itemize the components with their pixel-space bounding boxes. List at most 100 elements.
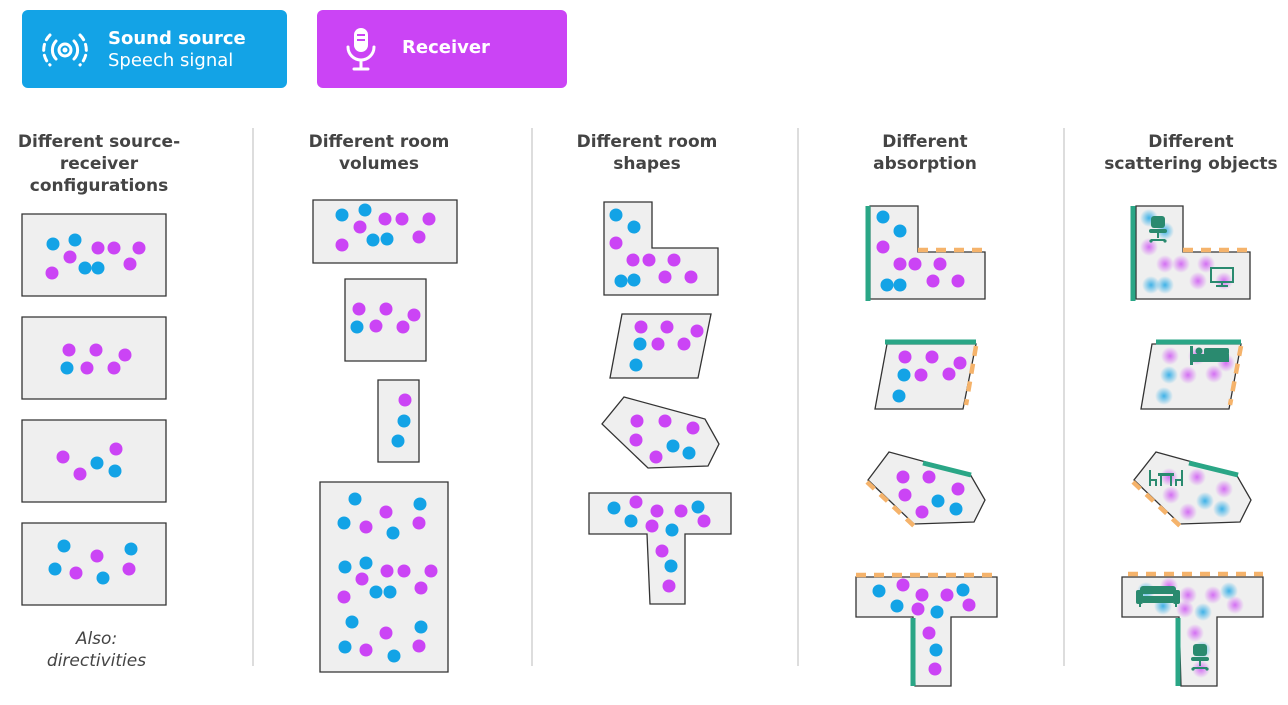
sofa-arm [1136, 590, 1143, 604]
sound-source-dot [96, 571, 110, 585]
chair-left [1149, 470, 1157, 486]
chair-wheel [1191, 667, 1195, 671]
receiver-dot [898, 488, 912, 502]
sound-source-icon [42, 33, 88, 67]
sound-source-dot [78, 261, 92, 275]
chair-back [1151, 216, 1165, 228]
absorber-strong [922, 460, 972, 478]
sound-source-dot [949, 502, 963, 516]
receiver-dot [1179, 503, 1197, 521]
sound-source-dot [930, 605, 944, 619]
receiver-dot [898, 350, 912, 364]
receiver-dot [107, 241, 121, 255]
receiver-dot [649, 450, 663, 464]
sound-source-dot [383, 585, 397, 599]
sound-source-dot [890, 599, 904, 613]
sound-source-dot [338, 560, 352, 574]
receiver-dot [424, 564, 438, 578]
heading-line: absorption [873, 154, 977, 174]
receiver-dot [407, 308, 421, 322]
sound-source-dot [337, 516, 351, 530]
sound-source-dot [414, 620, 428, 634]
legend-receiver-title: Receiver [402, 37, 490, 58]
receiver-dot [1156, 255, 1174, 273]
receiver-dot [1161, 347, 1179, 365]
receiver-dot [674, 504, 688, 518]
sound-source-dot [1196, 492, 1214, 510]
receiver-dot [630, 414, 644, 428]
sound-source-dot [624, 514, 638, 528]
sound-source-dot [1156, 276, 1174, 294]
receiver-dot [91, 241, 105, 255]
receiver-dot [412, 230, 426, 244]
sound-source-dot [893, 224, 907, 238]
sound-source-dot [48, 562, 62, 576]
absorber-weak [963, 345, 979, 406]
sound-source-dot [359, 556, 373, 570]
heading-line: volumes [338, 154, 420, 174]
office-chair-icon [1191, 644, 1209, 671]
receiver-dot [1189, 272, 1207, 290]
receiver-dot [876, 240, 890, 254]
receiver-dot [62, 343, 76, 357]
sound-source-dot [1194, 603, 1212, 621]
sound-source-dot [614, 274, 628, 288]
receiver-dot [928, 662, 942, 676]
receiver-dot [132, 241, 146, 255]
column-heading-configurations: Different source- receiver configuration… [0, 131, 209, 197]
column-divider [1063, 128, 1065, 666]
receiver-dot [634, 320, 648, 334]
receiver-dot [896, 578, 910, 592]
receiver-dot [629, 495, 643, 509]
note-emphasis: Also [75, 629, 112, 649]
receiver-dot [422, 212, 436, 226]
receiver-dot [379, 505, 393, 519]
receiver-dot [353, 220, 367, 234]
receiver-dot [335, 238, 349, 252]
sound-source-dot [68, 233, 82, 247]
room-outline [21, 316, 167, 400]
receiver-dot [609, 236, 623, 250]
heading-line: shapes [613, 154, 681, 174]
receiver-dot [395, 212, 409, 226]
sound-source-dot [413, 497, 427, 511]
receiver-dot [412, 639, 426, 653]
receiver-dot [107, 361, 121, 375]
sound-source-dot [397, 414, 411, 428]
chair-back [1193, 644, 1207, 656]
column-heading-volumes: Different room volumes [269, 131, 489, 175]
receiver-dot [911, 602, 925, 616]
legend-receiver: Receiver [317, 10, 567, 88]
receiver-dot [686, 421, 700, 435]
receiver-dot [914, 368, 928, 382]
receiver-dot [63, 250, 77, 264]
sofa-arm [1173, 590, 1180, 604]
sound-source-dot [46, 237, 60, 251]
sofa-seat [1143, 596, 1173, 603]
sound-source-dot [892, 389, 906, 403]
sound-source-dot [369, 585, 383, 599]
receiver-dot [896, 470, 910, 484]
receiver-dot [56, 450, 70, 464]
room-outline [344, 278, 427, 362]
sound-source-dot [629, 358, 643, 372]
chair-seat [1149, 229, 1167, 233]
heading-line: scattering objects [1104, 154, 1278, 174]
sound-source-dot [897, 368, 911, 382]
receiver-dot [629, 433, 643, 447]
receiver-dot [109, 442, 123, 456]
receiver-dot [651, 337, 665, 351]
receiver-dot [359, 520, 373, 534]
chair-wheel [1149, 239, 1153, 243]
sound-source-dot [607, 501, 621, 515]
sound-source-dot [633, 337, 647, 351]
sound-source-dot [931, 494, 945, 508]
legend-sound-source: Sound source Speech signal [22, 10, 287, 88]
receiver-dot [337, 590, 351, 604]
sound-source-dot [1160, 366, 1178, 384]
sound-source-dot [627, 273, 641, 287]
sofa-back [1140, 586, 1176, 594]
receiver-dot [1162, 486, 1180, 504]
sound-source-dot [893, 278, 907, 292]
